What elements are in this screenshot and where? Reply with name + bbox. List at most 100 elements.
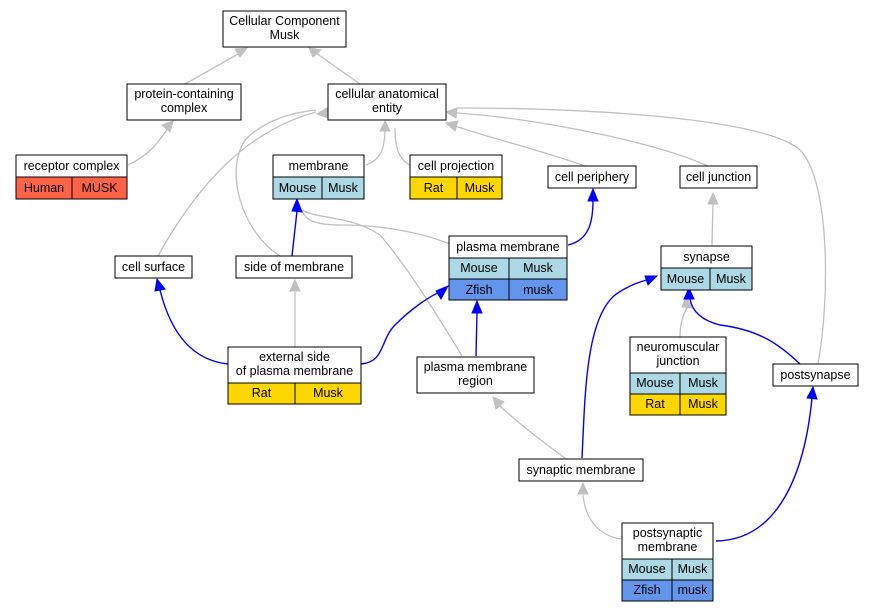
edge-anatomical-entity-to-cellular-component bbox=[315, 52, 361, 85]
node-title-line2: Musk bbox=[270, 28, 301, 42]
edge-cell-projection-to-anatomical-entity bbox=[394, 127, 411, 166]
arrowhead bbox=[444, 120, 459, 132]
edge-membrane-to-anatomical-entity bbox=[365, 127, 386, 166]
gene-label: Musk bbox=[313, 386, 344, 400]
node-label-line2: of plasma membrane bbox=[236, 364, 353, 378]
node-neuromuscular-junction[interactable]: neuromuscular junction Mouse Musk Rat Mu… bbox=[629, 336, 727, 416]
gene-label: musk bbox=[523, 283, 554, 297]
edge-plasma-membrane-to-membrane bbox=[301, 209, 451, 245]
species-label: Mouse bbox=[628, 562, 666, 576]
gene-cell-mouse bbox=[321, 176, 365, 200]
species-label: Mouse bbox=[636, 376, 674, 390]
species-label: Zfish bbox=[465, 283, 492, 297]
edge-pm-region-to-plasma-membrane bbox=[475, 311, 478, 357]
arrowhead bbox=[161, 120, 174, 133]
arrowheads bbox=[154, 47, 818, 495]
edge-pm-region-to-membrane bbox=[301, 209, 463, 357]
node-cell-projection[interactable]: cell projection Rat Musk bbox=[409, 154, 503, 200]
node-cell-periphery[interactable]: cell periphery bbox=[547, 165, 637, 189]
node-plasma-membrane-region[interactable]: plasma membrane region bbox=[416, 356, 535, 394]
gene-label: musk bbox=[678, 583, 709, 597]
edges bbox=[127, 52, 827, 542]
node-label-line1: protein-containing bbox=[134, 87, 233, 101]
node-label-line1: plasma membrane bbox=[424, 360, 528, 374]
edge-postsynaptic-membrane-to-postsynapse bbox=[715, 397, 813, 542]
node-synaptic-membrane[interactable]: synaptic membrane bbox=[518, 458, 644, 482]
gene-cell-human bbox=[71, 176, 128, 200]
node-label-line2: junction bbox=[655, 354, 699, 368]
gene-cell-rat bbox=[456, 176, 503, 200]
edge-plasma-membrane-to-cell-periphery bbox=[567, 199, 594, 246]
arrowhead bbox=[471, 299, 483, 314]
node-cell-surface[interactable]: cell surface bbox=[114, 255, 193, 279]
node-side-of-membrane[interactable]: side of membrane bbox=[235, 255, 353, 279]
node-cellular-component[interactable]: Cellular Component Musk bbox=[222, 10, 347, 48]
gene-label: Musk bbox=[523, 261, 554, 275]
node-title-line1: Cellular Component bbox=[229, 14, 340, 28]
arrowhead bbox=[806, 385, 818, 400]
node-label: cell projection bbox=[418, 159, 494, 173]
edge-external-side-to-cell-surface bbox=[159, 289, 229, 365]
edge-postsynaptic-membrane-to-synaptic-membrane bbox=[582, 494, 622, 540]
edge-receptor-complex-to-protein-complex bbox=[127, 127, 169, 166]
species-label: Rat bbox=[645, 397, 665, 411]
node-plasma-membrane[interactable]: plasma membrane Mouse Musk Zfish musk bbox=[448, 235, 568, 301]
arrowhead bbox=[291, 197, 303, 213]
edge-side-of-membrane-to-membrane bbox=[291, 210, 298, 257]
edge-synaptic-membrane-to-synapse bbox=[581, 277, 656, 459]
arrowhead bbox=[315, 107, 329, 119]
node-label-line2: complex bbox=[161, 101, 208, 115]
arrowhead bbox=[577, 481, 589, 495]
node-label-line1: neuromuscular bbox=[637, 340, 720, 354]
arrowhead bbox=[234, 47, 249, 58]
arrowhead bbox=[492, 396, 505, 410]
edge-cell-junction-to-anatomical-entity bbox=[456, 112, 709, 167]
node-receptor-complex[interactable]: receptor complex Human MUSK bbox=[15, 154, 128, 200]
node-label-line1: cellular anatomical bbox=[335, 87, 439, 101]
gene-cell-rat bbox=[679, 393, 727, 416]
edge-nmj-to-synapse bbox=[679, 303, 691, 338]
arrowhead bbox=[435, 284, 450, 300]
edge-side-of-membrane-to-anatomical-entity bbox=[235, 109, 317, 257]
gene-cell-mouse bbox=[709, 267, 753, 291]
node-cell-junction[interactable]: cell junction bbox=[679, 165, 758, 189]
species-label: Mouse bbox=[667, 272, 705, 286]
gene-label: MUSK bbox=[81, 181, 118, 195]
gene-cell-rat bbox=[294, 382, 362, 405]
node-synapse[interactable]: synapse Mouse Musk bbox=[660, 245, 753, 291]
node-label: synaptic membrane bbox=[526, 463, 635, 477]
node-label: receptor complex bbox=[24, 159, 121, 173]
edge-protein-complex-to-cellular-component bbox=[184, 52, 241, 85]
edge-external-side-to-plasma-membrane bbox=[360, 289, 446, 365]
species-label: Mouse bbox=[460, 261, 498, 275]
node-label: side of membrane bbox=[244, 260, 344, 274]
node-postsynaptic-membrane[interactable]: postsynaptic membrane Mouse Musk Zfish m… bbox=[621, 522, 714, 602]
arrowhead bbox=[154, 277, 166, 292]
edge-postsynapse-to-synapse bbox=[689, 298, 801, 365]
species-label: Human bbox=[24, 181, 64, 195]
node-cellular-anatomical-entity[interactable]: cellular anatomical entity bbox=[327, 83, 447, 121]
node-label: postsynapse bbox=[780, 368, 850, 382]
arrowhead bbox=[587, 187, 599, 202]
node-label: cell junction bbox=[686, 170, 751, 184]
node-label-line2: entity bbox=[372, 101, 403, 115]
arrowhead bbox=[644, 275, 659, 286]
gene-label: Musk bbox=[688, 376, 719, 390]
edge-cell-periphery-to-anatomical-entity bbox=[454, 125, 586, 167]
node-label-line2: region bbox=[458, 374, 493, 388]
gene-label: Musk bbox=[716, 272, 747, 286]
node-membrane[interactable]: membrane Mouse Musk bbox=[272, 154, 365, 200]
node-postsynapse[interactable]: postsynapse bbox=[772, 363, 859, 387]
gene-cell-zfish bbox=[671, 579, 714, 602]
species-label: Mouse bbox=[279, 181, 317, 195]
edge-synapse-to-cell-junction bbox=[711, 201, 714, 246]
node-label-line1: postsynaptic bbox=[633, 526, 702, 540]
edge-synaptic-membrane-to-pm-region bbox=[499, 405, 566, 459]
node-label-line1: external side bbox=[259, 350, 330, 364]
node-protein-containing-complex[interactable]: protein-containing complex bbox=[126, 83, 242, 121]
gene-cell-zfish bbox=[508, 278, 568, 301]
node-external-side-of-plasma-membrane[interactable]: external side of plasma membrane Rat Mus… bbox=[227, 346, 362, 405]
node-label: membrane bbox=[289, 159, 349, 173]
edge-postsynapse-to-anatomical-entity bbox=[456, 107, 827, 364]
